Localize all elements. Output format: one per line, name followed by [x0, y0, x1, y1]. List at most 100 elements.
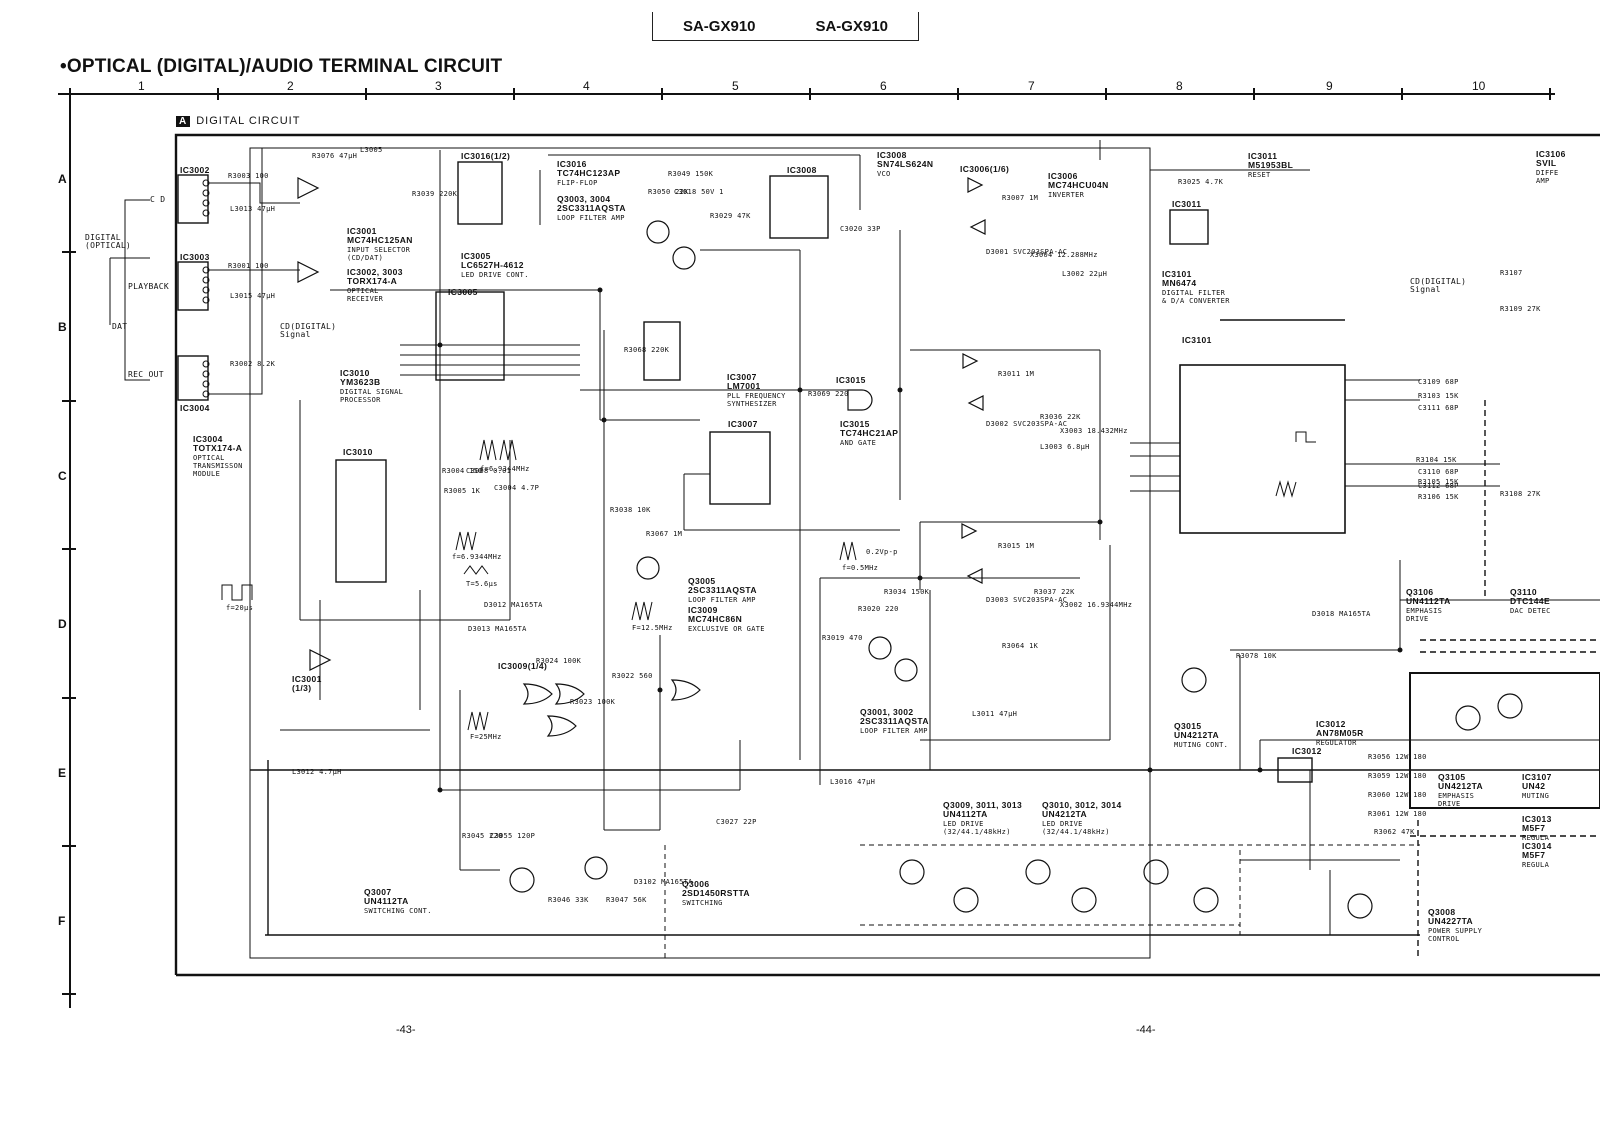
- grid-col-1: 1: [138, 79, 145, 93]
- part-label: R3062 47K: [1374, 828, 1415, 836]
- part-label: C3111 68P: [1418, 404, 1459, 412]
- part-label: R3078 10K: [1236, 652, 1277, 660]
- part-label: D3012 MA165TA: [484, 601, 543, 609]
- part-label: R3103 15K: [1418, 392, 1459, 400]
- part-label: R3104 15K: [1416, 456, 1457, 464]
- part-label: C3027 22P: [716, 818, 757, 826]
- block-ic3007: IC3007: [728, 419, 758, 429]
- part-label: R3001 100: [228, 262, 269, 270]
- part-label: R3015 1M: [998, 542, 1035, 550]
- block-ic3008: IC3008: [787, 165, 817, 175]
- part-label: C3110 68P: [1418, 468, 1459, 476]
- ic-desc-q3003-3004: LOOP FILTER AMP: [557, 214, 625, 222]
- ic-desc-ic3107: MUTING: [1522, 792, 1550, 800]
- part-label: C3109 68P: [1418, 378, 1459, 386]
- part-label: R3109 27K: [1500, 305, 1541, 313]
- ic-ref-ic3009: IC3009 MC74HC86N: [688, 605, 743, 624]
- page-title: •OPTICAL (DIGITAL)/AUDIO TERMINAL CIRCUI…: [60, 56, 503, 77]
- part-label: D3003 SVC203SPA-AC: [986, 596, 1068, 604]
- ic-ref-q3105: Q3105 UN4212TA: [1438, 772, 1484, 791]
- part-label: R3050 22K: [648, 188, 689, 196]
- signal-cd-digital-right: CD(DIGITAL) Signal: [1410, 277, 1467, 294]
- grid-col-5: 5: [732, 79, 739, 93]
- part-label: D3102 MA165TA: [634, 878, 693, 886]
- ic-desc-ic3008: VCO: [877, 170, 891, 178]
- grid-col-7: 7: [1028, 79, 1035, 93]
- waveform-label: f=6.9344MHz: [480, 465, 530, 473]
- part-label: R3106 15K: [1418, 493, 1459, 501]
- part-label: R3108 27K: [1500, 490, 1541, 498]
- grid-row-a: A: [58, 172, 67, 186]
- ic-desc-q3001-3002: LOOP FILTER AMP: [860, 727, 928, 735]
- ic-ref-ic3003: IC3003: [180, 252, 210, 262]
- part-label: L3015 47μH: [230, 292, 276, 300]
- grid-row-d: D: [58, 617, 67, 631]
- part-label: L3013 47μH: [230, 205, 276, 213]
- block-ic3101: IC3101: [1182, 335, 1212, 345]
- grid-col-9: 9: [1326, 79, 1333, 93]
- ic-desc-q3008: POWER SUPPLY CONTROL: [1428, 927, 1483, 943]
- signal-cd-digital: CD(DIGITAL) Signal: [280, 322, 337, 339]
- part-label: R3023 100K: [570, 698, 616, 706]
- part-label: D3002 SVC203SPA-AC: [986, 420, 1068, 428]
- block-ic3005: IC3005: [448, 287, 478, 297]
- part-label: R3022 560: [612, 672, 653, 680]
- part-label: R3002 8.2K: [230, 360, 276, 368]
- ic-desc-ic3014: REGULA: [1522, 861, 1550, 869]
- part-label: C3018 50V 1: [674, 188, 724, 196]
- block-ic3010: IC3010: [343, 447, 373, 457]
- grid-row-f: F: [58, 914, 66, 928]
- part-label: L3011 47μH: [972, 710, 1018, 718]
- waveform-label: f=20μs: [226, 604, 254, 612]
- part-label: R3049 150K: [668, 170, 714, 178]
- grid-col-3: 3: [435, 79, 442, 93]
- ic-ref-ic3107: IC3107 UN42: [1522, 772, 1552, 791]
- ic-desc-q3015: MUTING CONT.: [1174, 741, 1229, 749]
- signal-digital-optical: DIGITAL (OPTICAL): [85, 233, 132, 250]
- waveform-label: T=5.6μs: [466, 580, 498, 588]
- ic-ref-ic3007: IC3007 LM7001: [727, 372, 761, 391]
- part-label: R3011 1M: [998, 370, 1035, 378]
- part-label: L3003 6.8μH: [1040, 443, 1090, 451]
- ic-ref-ic3014: IC3014 M5F7: [1522, 841, 1552, 860]
- part-label: X3003 18.432MHz: [1060, 427, 1128, 435]
- ic-ref-ic3106: IC3106 SVIL: [1536, 149, 1566, 168]
- ic-desc-ic3005: LED DRIVE CONT.: [461, 271, 529, 279]
- ic-ref-ic3005: IC3005 LC6527H-4612: [461, 251, 524, 270]
- model-label-right: SA-GX910: [815, 17, 889, 35]
- ic-ref-q3009-3011-3013: Q3009, 3011, 3013 UN4112TA: [943, 800, 1023, 819]
- part-label: R3019 470: [822, 634, 863, 642]
- part-label: C3055 120P: [490, 832, 536, 840]
- page-number-right: -44-: [1136, 1024, 1156, 1036]
- ic-desc-ic3002-3003: OPTICAL RECEIVER: [347, 287, 384, 303]
- ic-ref-ic3012: IC3012 AN78M05R: [1316, 719, 1364, 738]
- ic-desc-ic3106: DIFFE AMP: [1536, 169, 1559, 185]
- part-label: R3034 150K: [884, 588, 930, 596]
- ic-ref-ic3101: IC3101 MN6474: [1162, 269, 1197, 288]
- ic-ref-ic3001: IC3001 MC74HC125AN: [347, 226, 413, 245]
- section-badge: A: [176, 115, 191, 127]
- part-label: R3061 12W 180: [1368, 810, 1427, 818]
- part-label: R3007 1M: [1002, 194, 1039, 202]
- part-label: D3018 MA165TA: [1312, 610, 1371, 618]
- part-label: R3107: [1500, 269, 1523, 277]
- part-label: R3020 220: [858, 605, 899, 613]
- ic-ref-ic3002-3003: IC3002, 3003 TORX174-A: [347, 267, 403, 286]
- part-label: R3046 33K: [548, 896, 589, 904]
- ic-desc-ic3012: REGULATOR: [1316, 739, 1357, 747]
- signal-cd: C D: [150, 195, 166, 204]
- part-label: R3105 15K: [1418, 478, 1459, 486]
- ic-ref-q3003-3004: Q3003, 3004 2SC3311AQSTA: [557, 194, 626, 213]
- section-title: DIGITAL CIRCUIT: [196, 115, 301, 127]
- ic-desc-q3009-3011-3013: LED DRIVE (32/44.1/48kHz): [943, 820, 1011, 836]
- signal-dat: DAT: [112, 322, 128, 331]
- part-label: R3004 150: [442, 467, 483, 475]
- block-ic3009: IC3009(1/4): [498, 661, 548, 671]
- waveform-label: F=25MHz: [470, 733, 502, 741]
- block-ic3011: IC3011: [1172, 199, 1202, 209]
- ic-ref-ic3004: IC3004: [180, 403, 210, 413]
- part-label: R3067 1M: [646, 530, 683, 538]
- signal-rec-out: REC OUT: [128, 370, 164, 379]
- block-ic3001: IC3001 (1/3): [292, 674, 322, 693]
- ic-ref-q3006: Q3006 2SD1450RSTTA: [682, 879, 750, 898]
